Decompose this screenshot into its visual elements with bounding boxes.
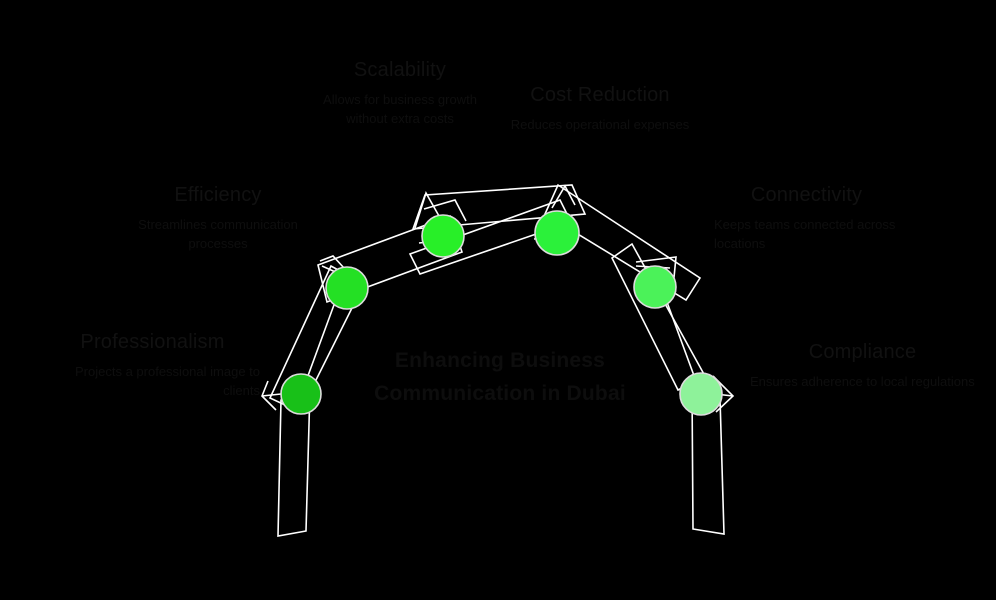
node-lower-left	[280, 373, 322, 415]
center-title: Enhancing Business Communication in Duba…	[374, 349, 626, 405]
callout-compliance-title: Compliance	[808, 341, 917, 363]
callout-professionalism: Professionalism Projects a professional …	[45, 330, 260, 401]
callout-compliance-description: Ensures adherence to local regulations	[750, 374, 975, 389]
callout-scalability: Scalability Allows for business growth w…	[310, 58, 490, 129]
callout-scalability-description: Allows for business growth without extra…	[323, 92, 477, 126]
node-mid-left	[325, 266, 369, 310]
callout-cost-reduction-title: Cost Reduction	[530, 84, 670, 106]
arch-bracket-upper-left	[414, 191, 440, 229]
node-upper-right	[534, 210, 580, 256]
callout-efficiency-description: Streamlines communication processes	[138, 217, 298, 251]
node-upper-left	[421, 214, 465, 258]
callout-connectivity-description: Keeps teams connected across locations	[714, 217, 896, 251]
callout-compliance: Compliance Ensures adherence to local re…	[750, 340, 975, 392]
arch-bracket-mid-left	[319, 255, 345, 269]
arch-segment-left-mid	[317, 214, 464, 304]
callout-efficiency-title: Efficiency	[174, 184, 262, 206]
arch-bracket-upper-left-2	[423, 199, 467, 222]
callout-scalability-title: Scalability	[353, 59, 447, 81]
callout-efficiency: Efficiency Streamlines communication pro…	[128, 183, 308, 254]
arch-segment-right-upper	[543, 183, 702, 302]
callout-professionalism-title: Professionalism	[80, 331, 225, 353]
callout-cost-reduction-description: Reduces operational expenses	[510, 117, 690, 132]
callout-connectivity-title: Connectivity	[750, 184, 863, 206]
callout-connectivity: Connectivity Keeps teams connected acros…	[714, 183, 899, 254]
node-mid-right	[633, 265, 677, 309]
callout-cost-reduction: Cost Reduction Reduces operational expen…	[505, 83, 695, 135]
arch-bracket-upper-right	[551, 184, 576, 209]
node-lower-right	[679, 372, 723, 416]
callout-professionalism-description: Projects a professional image to clients	[75, 364, 260, 398]
